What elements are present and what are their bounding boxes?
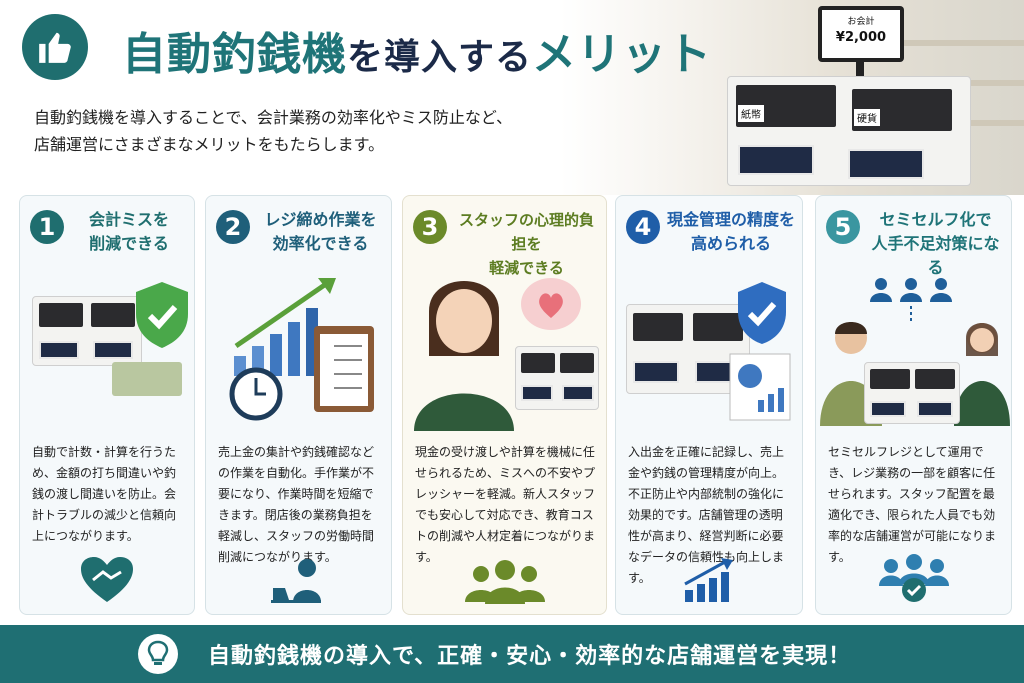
card-body: 入出金を正確に記録し、売上金や釣銭の管理精度が向上。不正防止や内部統制の強化に効… [628, 445, 785, 585]
people-network-icon [870, 278, 952, 324]
page-title: 自動釣銭機を導入するメリット [122, 18, 712, 82]
bill-label: 紙幣 [738, 105, 764, 122]
card-number: 4 [626, 210, 660, 244]
handshake-heart-icon [81, 557, 133, 602]
customer-staff-illustration [816, 266, 1011, 436]
team-icon [464, 560, 545, 604]
title-part-2: を導入する [347, 37, 533, 78]
card-number: 5 [826, 210, 860, 244]
team-check-icon [878, 554, 949, 602]
machine-report-illustration [616, 266, 802, 436]
heart-bubble-icon [521, 278, 581, 330]
lightbulb-icon [138, 634, 178, 674]
machine-shield-illustration [20, 266, 194, 436]
growth-clock-checklist-illustration [229, 278, 374, 421]
card-number: 2 [216, 210, 250, 244]
display-label: お会計 [847, 17, 875, 27]
card-title: 会計ミスを削減できる [88, 210, 169, 253]
benefit-card-1: 1 会計ミスを削減できる 自動で計数・計算を行うため、金額の打ち間違いや釣銭の渡… [19, 195, 195, 615]
shield-check-icon [136, 282, 188, 348]
title-part-3: メリット [532, 29, 713, 80]
shield-check-icon [738, 282, 786, 344]
lead-line-2: 店舗運営にさまざまなメリットをもたらします。 [34, 135, 385, 154]
card-body: 自動で計数・計算を行うため、金額の打ち間違いや釣銭の渡し間違いを防止。会計トラブ… [32, 445, 177, 543]
cash-machine-illustration: 紙幣 硬貨 [727, 76, 971, 186]
card-number: 3 [413, 210, 447, 244]
benefit-card-2: 2 レジ締め作業を効率化できる 売上金の集計や釣銭確認などの作業を自動化。手作業… [205, 195, 392, 615]
staff-heart-illustration [403, 266, 606, 436]
card-title: セミセルフ化で人手不足対策になる [871, 210, 1000, 277]
benefit-card-4: 4 現金管理の精度を高められる 入出金を正確に記録し、売上金や釣銭の管理精度が向… [615, 195, 803, 615]
card-body: 売上金の集計や釣銭確認などの作業を自動化。手作業が不要になり、作業時間を短縮でき… [218, 445, 375, 564]
benefit-card-5: 5 セミセルフ化で人手不足対策になる セミセルフレジとして運用でき、レジ業務の一… [815, 195, 1012, 615]
thumbs-up-icon [22, 14, 88, 80]
lead-line-1: 自動釣銭機を導入することで、会計業務の効率化やミス防止など、 [34, 108, 513, 127]
card-title: レジ締め作業を効率化できる [264, 210, 377, 253]
card-title: スタッフの心理的負担を軽減できる [458, 211, 594, 277]
card-title: 現金管理の精度を高められる [666, 210, 795, 253]
report-chart-icon [729, 353, 791, 421]
title-part-1: 自動釣銭機 [122, 29, 347, 80]
price-display: お会計 ¥2,000 [818, 6, 904, 62]
display-amount: ¥2,000 [835, 30, 887, 45]
footer-banner: 自動釣銭機の導入で、正確・安心・効率的な店舗運営を実現！ [0, 625, 1024, 683]
footer-text: 自動釣銭機の導入で、正確・安心・効率的な店舗運営を実現！ [208, 644, 852, 669]
card-body: セミセルフレジとして運用でき、レジ業務の一部を顧客に任せられます。スタッフ配置を… [828, 445, 997, 564]
benefit-card-3: 3 スタッフの心理的負担を軽減できる 現金の受け渡しや計算を機械に任せられるため… [402, 195, 607, 615]
cash-icon [112, 362, 182, 396]
growth-chart-icon [684, 558, 733, 602]
card-body: 現金の受け渡しや計算を機械に任せられるため、ミスへの不安やプレッシャーを軽減。新… [415, 445, 596, 564]
lead-text: 自動釣銭機を導入することで、会計業務の効率化やミス防止など、 店舗運営にさまざま… [34, 104, 512, 158]
person-laptop-icon [270, 559, 321, 603]
coin-label: 硬貨 [854, 109, 880, 126]
card-number: 1 [30, 210, 64, 244]
